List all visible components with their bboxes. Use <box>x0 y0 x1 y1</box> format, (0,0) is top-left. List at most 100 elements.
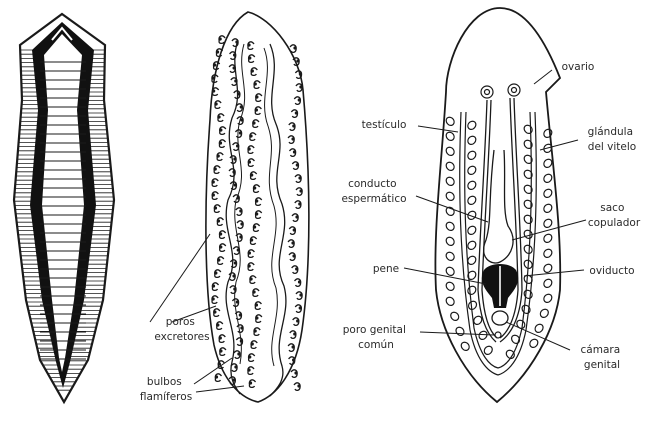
label-bulbos-flamiferos: bulbos flamíferos <box>140 376 192 403</box>
flame-bulb-dot <box>213 310 216 313</box>
flame-bulb-dot <box>234 183 237 186</box>
flame-bulb-dot <box>235 40 238 43</box>
flame-bulb-dot <box>293 150 296 153</box>
flame-bulb-dot <box>237 248 240 251</box>
flame-bulb-dot <box>213 63 216 66</box>
flame-bulb-dot <box>299 306 302 309</box>
flame-bulb-dot <box>295 111 298 114</box>
flame-bulb-dot <box>299 72 302 75</box>
flame-bulb-dot <box>236 196 239 199</box>
flame-bulb-dot <box>240 339 243 342</box>
body-outline-c <box>435 8 560 402</box>
figure-excretory <box>150 12 309 402</box>
label-glandula-del-vitelo: glándula del vitelo <box>588 126 637 153</box>
flame-bulb-dot <box>248 251 251 254</box>
flame-bulb-dot <box>219 349 222 352</box>
flame-bulb-dot <box>219 336 222 339</box>
flame-bulb-dot <box>214 206 217 209</box>
flame-bulb-dot <box>212 193 215 196</box>
flame-bulb-dot <box>219 141 222 144</box>
figure-reproductive <box>404 8 586 402</box>
flame-bulb-dot <box>233 378 236 381</box>
flame-bulb-dot <box>236 300 239 303</box>
flame-bulb-dot <box>248 160 251 163</box>
flame-bulb-dot <box>219 37 222 40</box>
label-pene: pene <box>373 263 399 275</box>
flame-bulb-dot <box>249 134 252 137</box>
flame-bulb-dot <box>212 297 215 300</box>
flame-bulb-dot <box>292 124 295 127</box>
flame-bulb-dot <box>247 43 250 46</box>
flame-bulb-dot <box>214 271 217 274</box>
flame-bulb-dot <box>217 154 220 157</box>
flame-bulb-dot <box>215 102 218 105</box>
flame-bulb-dot <box>233 66 236 69</box>
flame-bulb-dot <box>248 264 251 267</box>
flame-bulb-dot <box>298 202 301 205</box>
flame-bulb-dot <box>233 53 236 56</box>
flame-bulb-dot <box>212 89 215 92</box>
flame-bulb-dot <box>237 92 240 95</box>
label-poro-genital-comun: poro genital común <box>343 324 409 351</box>
flame-bulb-dot <box>299 85 302 88</box>
flame-bulb-dot <box>248 147 251 150</box>
flame-bulb-dot <box>239 209 242 212</box>
flame-bulb-dot <box>255 212 258 215</box>
figure-digestive <box>8 14 118 402</box>
flame-bulb-dot <box>297 384 300 387</box>
flame-bulb-dot <box>250 238 253 241</box>
label-poros-excretores: poros excretores <box>154 316 209 343</box>
label-oviducto: oviducto <box>589 265 634 277</box>
label-camara-genital: cámara genital <box>581 344 624 371</box>
flame-bulb-dot <box>239 131 242 134</box>
flame-bulb-dot <box>295 215 298 218</box>
flame-bulb-dot <box>214 167 217 170</box>
flame-bulb-dot <box>255 316 258 319</box>
flame-bulb-dot <box>255 95 258 98</box>
flame-bulb-dot <box>253 225 256 228</box>
flame-bulb-dot <box>234 79 237 82</box>
label-ovario: ovario <box>562 61 595 73</box>
flame-bulb-dot <box>239 313 242 316</box>
flame-bulb-dot <box>217 219 220 222</box>
flame-bulb-dot <box>255 303 258 306</box>
flame-bulb-dot <box>232 274 235 277</box>
flame-bulb-dot <box>296 163 299 166</box>
flame-bulb-dot <box>215 375 218 378</box>
flame-bulb-dot <box>248 355 251 358</box>
flame-bulb-dot <box>251 342 254 345</box>
flame-bulb-dot <box>240 326 243 329</box>
flame-bulb-dot <box>232 170 235 173</box>
label-conducto-espermatico: conducto espermático <box>341 178 406 205</box>
flame-bulb-dot <box>216 50 219 53</box>
flame-bulb-dot <box>299 189 302 192</box>
flame-bulb-dot <box>248 56 251 59</box>
flame-bulb-dot <box>249 277 252 280</box>
flame-bulb-dot <box>240 222 243 225</box>
flame-bulb-dot <box>296 319 299 322</box>
flame-bulb-dot <box>293 228 296 231</box>
flame-bulb-dot <box>299 293 302 296</box>
flame-bulb-dot <box>249 381 252 384</box>
flame-bulb-dot <box>233 157 236 160</box>
flame-bulb-dot <box>233 287 236 290</box>
flame-bulb-dot <box>212 180 215 183</box>
flame-bulb-dot <box>217 115 220 118</box>
flame-bulb-dot <box>219 245 222 248</box>
flame-bulb-dot <box>247 368 250 371</box>
flame-bulb-dot <box>298 98 301 101</box>
flame-bulb-dot <box>255 199 258 202</box>
flame-bulb-dot <box>254 82 257 85</box>
flame-bulb-dot <box>291 137 294 140</box>
flame-bulb-dot <box>252 290 255 293</box>
flame-bulb-dot <box>291 241 294 244</box>
flame-bulb-dot <box>211 76 214 79</box>
flame-bulb-dot <box>291 345 294 348</box>
flame-bulb-dot <box>296 59 299 62</box>
flame-bulb-dot <box>219 232 222 235</box>
flame-bulb-dot <box>295 267 298 270</box>
flame-bulb-dot <box>236 144 239 147</box>
flame-bulb-dot <box>251 69 254 72</box>
